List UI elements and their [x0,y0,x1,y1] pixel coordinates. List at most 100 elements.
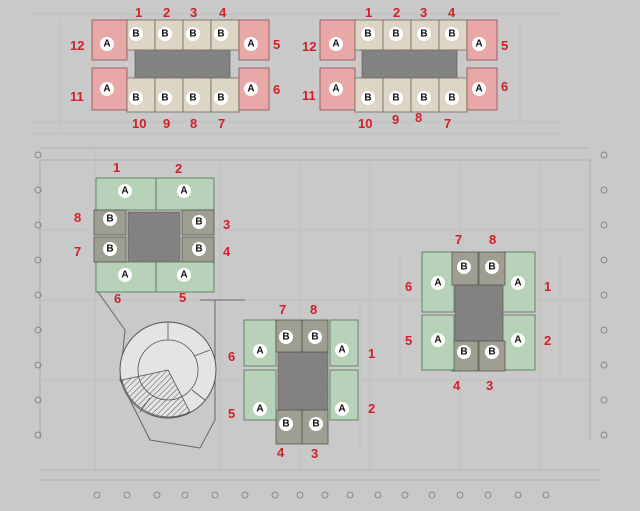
unit-number: 2 [368,401,375,416]
unit-label: A [332,39,339,50]
tower-bottom-center: A A B B A A B B 1 2 3 4 5 6 7 8 [228,302,375,461]
unit-label: A [514,278,521,289]
unit-number: 3 [311,446,318,461]
unit-label: A [338,404,345,415]
tower-middle-left-unit-labels: A A B B B B A A [103,184,206,282]
unit-label: A [121,270,128,281]
unit-number: 7 [444,116,451,131]
unit-label: B [282,332,289,343]
unit-number: 4 [219,5,227,20]
unit-label: B [364,93,371,104]
unit-number: 5 [179,290,186,305]
unit-number: 1 [135,5,142,20]
unit-number: 12 [302,39,316,54]
unit-label: A [247,39,254,50]
spiral-ramp [119,321,217,419]
unit-label: A [475,84,482,95]
unit-number: 6 [273,82,280,97]
unit-label: B [189,93,196,104]
tower-bottom-center-core [277,351,329,411]
unit-label: B [364,29,371,40]
unit-number: 1 [544,279,551,294]
tower-right-unit-labels: A A B B A A B B [431,260,525,359]
unit-number: 10 [132,116,146,131]
unit-number: 4 [448,5,456,20]
unit-r-7 [451,251,479,286]
unit-label: B [488,262,495,273]
unit-label: A [256,404,263,415]
tower-top-left: A B B B B A A B B B B A 1 2 3 4 5 6 7 8 … [70,5,280,131]
unit-number: 1 [365,5,372,20]
unit-tr-4 [410,19,440,51]
tower-middle-left-core [127,211,181,268]
tower-right: A A B B A A B B 1 2 3 4 5 6 7 8 [405,232,551,393]
tower-middle-left-numbers: 1 2 3 4 5 6 7 8 [74,160,231,306]
tower-top-left-unit-labels: A B B B B A A B B B B A [100,27,258,105]
tower-top-left-numbers: 1 2 3 4 5 6 7 8 9 10 11 12 [70,5,280,131]
unit-number: 12 [70,38,84,53]
unit-number: 6 [114,291,121,306]
unit-label: A [338,345,345,356]
unit-number: 2 [163,5,170,20]
unit-label: A [256,346,263,357]
unit-number: 6 [405,279,412,294]
unit-number: 8 [489,232,496,247]
unit-number: 4 [453,378,461,393]
unit-label: A [514,335,521,346]
unit-label: B [420,93,427,104]
unit-label: A [103,39,110,50]
unit-label: B [217,29,224,40]
unit-number: 4 [277,445,285,460]
unit-label: B [448,29,455,40]
unit-number: 8 [74,210,81,225]
unit-number: 1 [113,160,120,175]
unit-label: B [195,217,202,228]
unit-number: 2 [175,161,182,176]
unit-bc-1 [329,319,359,367]
podium-outline [97,291,245,449]
unit-number: 8 [190,116,197,131]
tower-top-right-unit-labels: A B B B B A A B B B B A [329,27,486,105]
unit-number: 2 [544,333,551,348]
unit-number: 3 [486,378,493,393]
unit-label: B [217,93,224,104]
unit-label: A [180,186,187,197]
unit-r-8 [478,251,506,286]
unit-label: A [434,335,441,346]
unit-number: 7 [455,232,462,247]
unit-label: A [103,84,110,95]
unit-number: 7 [218,116,225,131]
unit-label: B [161,93,168,104]
unit-label: B [132,93,139,104]
unit-label: A [121,186,128,197]
unit-label: B [488,347,495,358]
unit-number: 8 [415,110,422,125]
unit-label: B [106,214,113,225]
unit-label: B [312,419,319,430]
unit-number: 8 [310,302,317,317]
unit-number: 9 [392,112,399,127]
unit-number: 11 [70,89,84,104]
unit-label: A [247,84,254,95]
unit-number: 5 [228,406,235,421]
unit-number: 3 [223,217,230,232]
unit-number: 11 [302,88,316,103]
unit-number: 4 [223,244,231,259]
unit-number: 1 [368,346,375,361]
unit-label: B [448,93,455,104]
tower-top-right-numbers: 1 2 3 4 5 6 7 8 9 10 11 12 [302,5,508,131]
axis-markers [34,151,608,499]
unit-number: 9 [163,116,170,131]
unit-bc-6 [243,319,277,367]
unit-label: B [106,244,113,255]
unit-label: A [475,39,482,50]
tower-bottom-center-numbers: 1 2 3 4 5 6 7 8 [228,302,375,461]
unit-number: 7 [74,244,81,259]
unit-number: 2 [393,5,400,20]
unit-label: B [189,29,196,40]
unit-label: B [195,244,202,255]
unit-number: 5 [273,37,280,52]
unit-label: B [132,29,139,40]
unit-label: B [392,93,399,104]
